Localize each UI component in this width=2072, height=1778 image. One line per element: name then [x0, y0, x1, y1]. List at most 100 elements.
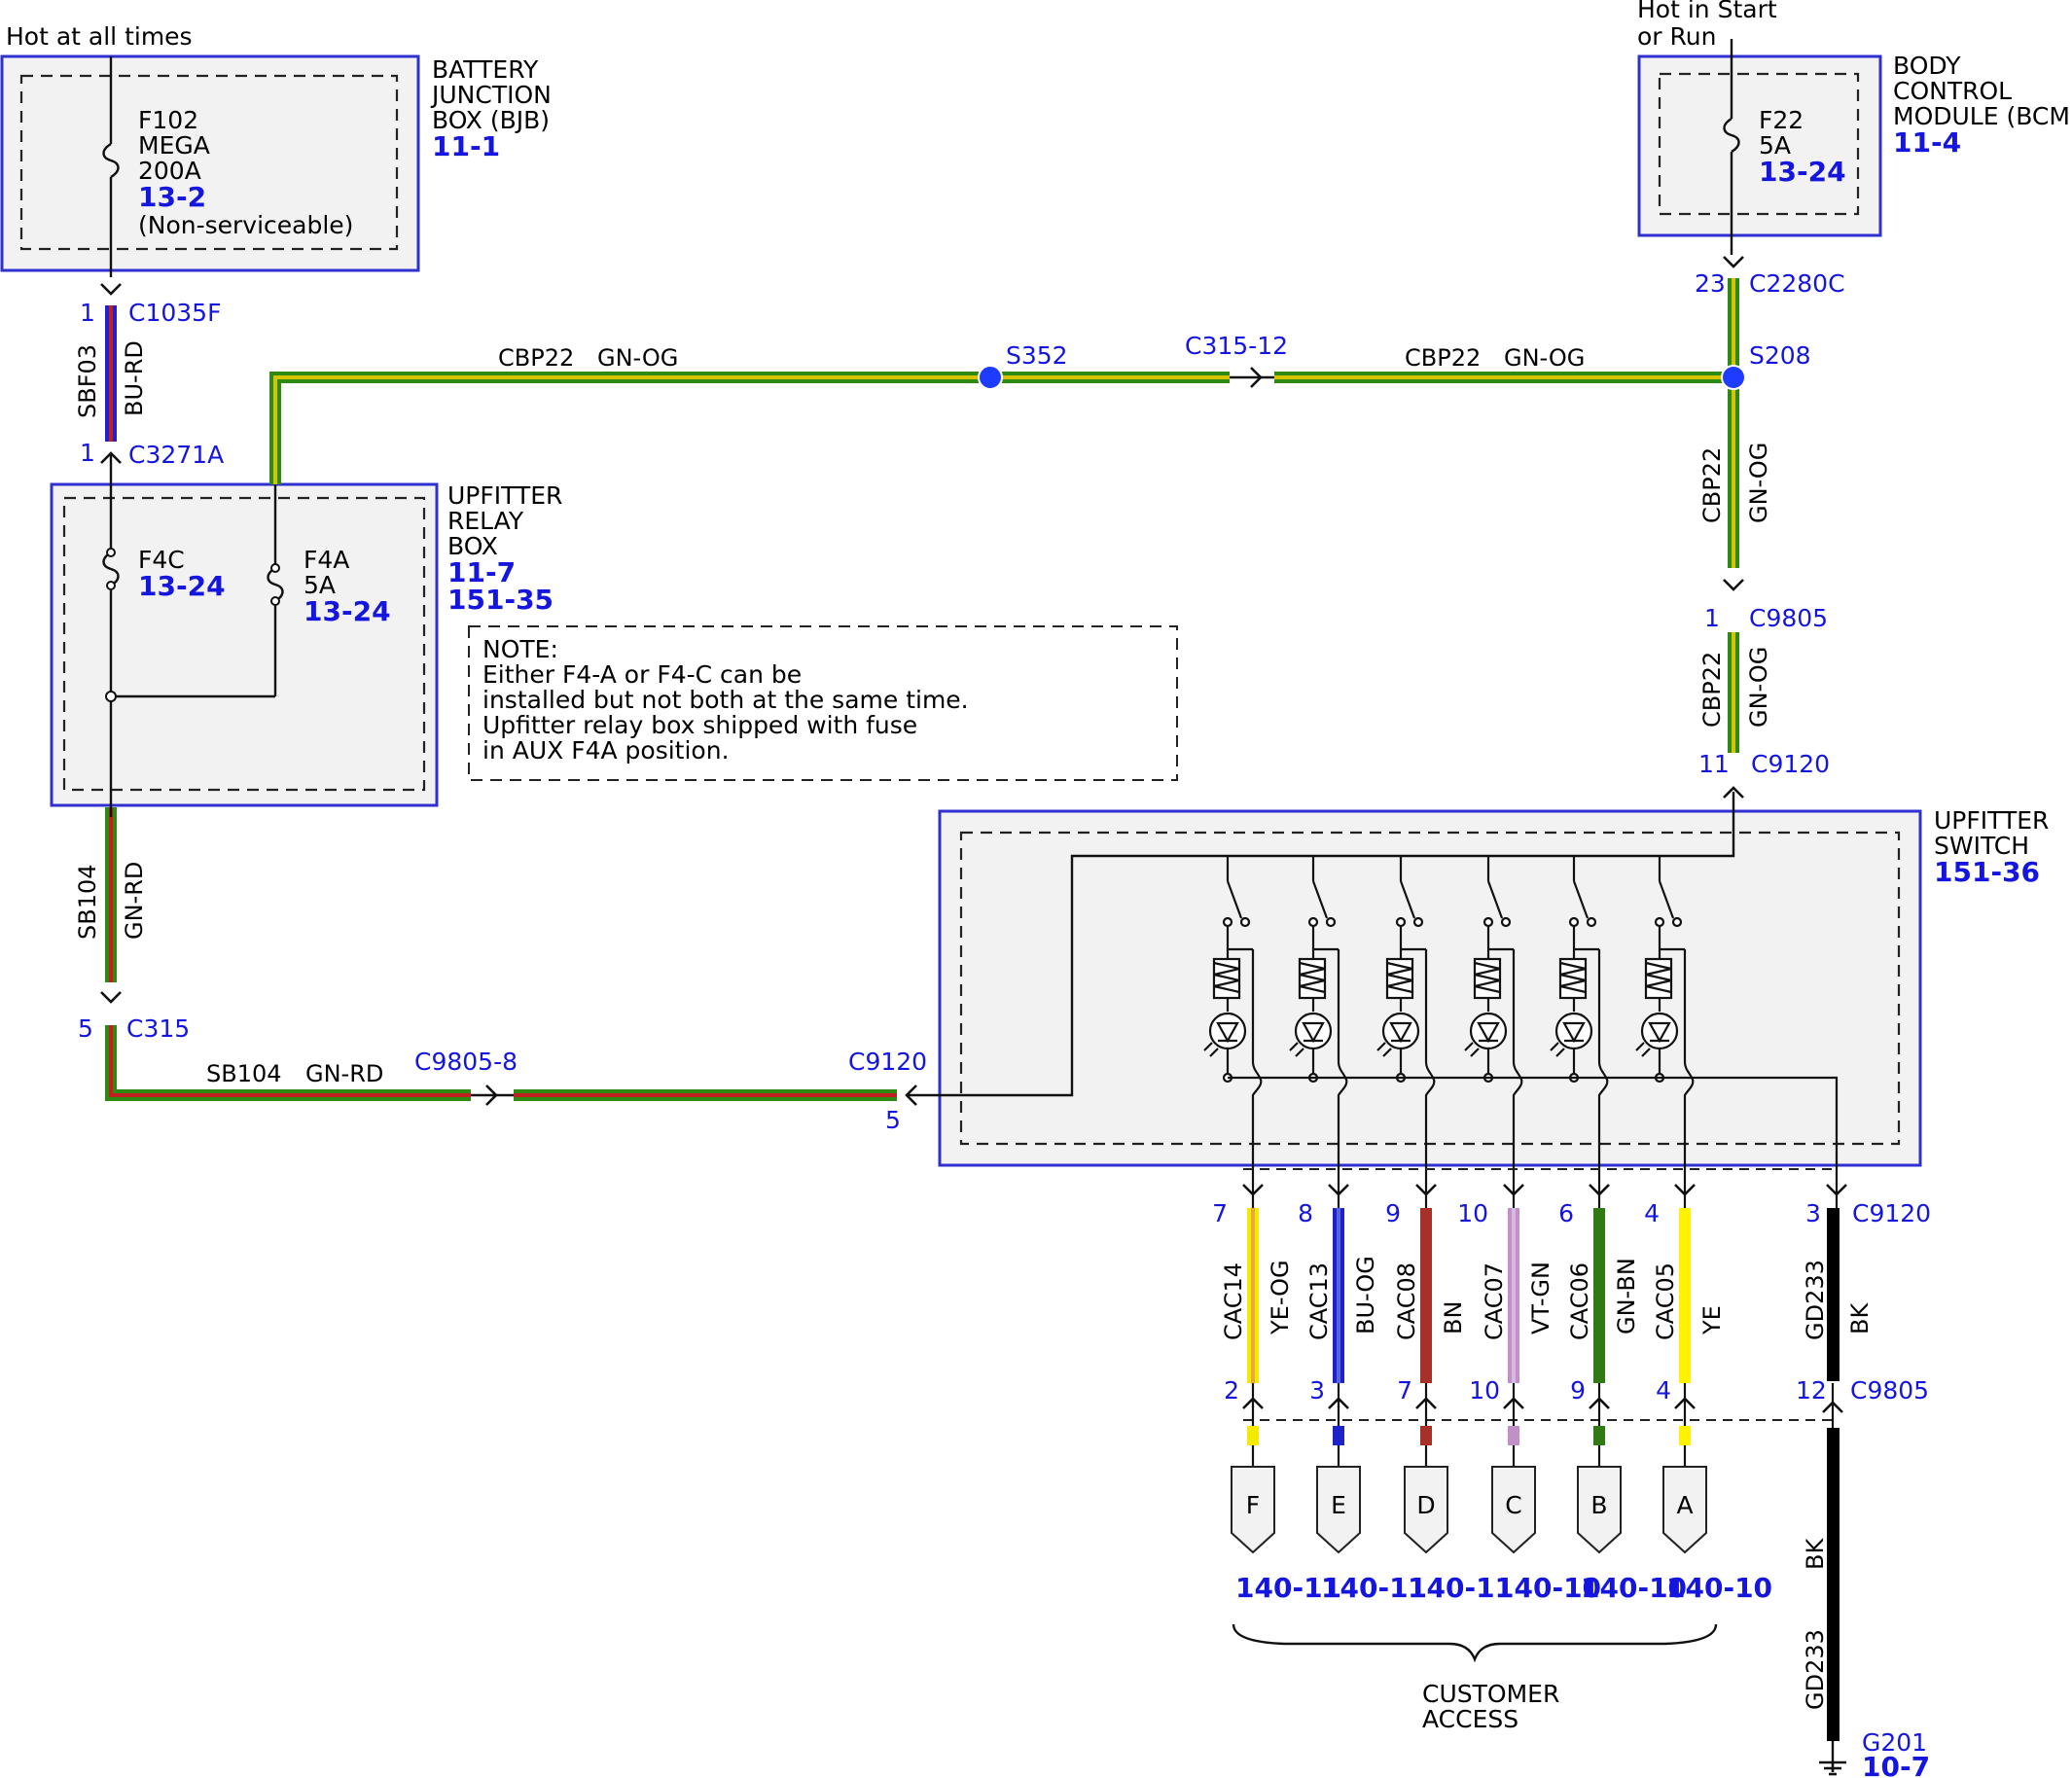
c9805-8-label: C9805-8 [414, 1048, 518, 1076]
fuse-f102-id: F102 [138, 106, 198, 134]
sb104-v-label: SB104 [74, 864, 101, 940]
sbf03-color: BU-RD [121, 340, 148, 416]
circuit-color-cac05: YE [1698, 1305, 1726, 1335]
c1035f-label: C1035F [128, 299, 221, 327]
fuse-f22-icon [1723, 117, 1740, 154]
pin-bottom-a: 4 [1656, 1376, 1671, 1405]
fuse-f102-amp: 200A [138, 157, 201, 185]
arrow-c3271a [100, 451, 122, 464]
note-line4: Upfitter relay box shipped with fuse [482, 711, 917, 739]
c9805-c-label: C9805 [1850, 1376, 1929, 1405]
c3271a-label: C3271A [128, 441, 224, 469]
pin-top-c: 10 [1457, 1199, 1488, 1227]
supply-left-label: Hot at all times [6, 22, 193, 51]
wire-cac06 [1593, 1208, 1605, 1467]
bjb-box [0, 54, 420, 272]
relay-title-1: UPFITTER [447, 481, 562, 510]
ref-c: 140-10 [1495, 1572, 1601, 1604]
fuse-f4a-id: F4A [304, 546, 349, 574]
pigtail-stub [1508, 1426, 1519, 1445]
fuse-f4c-ref: 13-24 [138, 570, 226, 602]
bjb-title-2: JUNCTION [430, 81, 552, 109]
pin-top-a: 4 [1644, 1199, 1660, 1227]
c2280c-label: C2280C [1749, 269, 1845, 298]
circuit-cac05: CAC05 [1652, 1262, 1679, 1340]
relay-ref-2: 151-35 [447, 584, 554, 616]
supply-right-line1: Hot in Start [1637, 0, 1777, 23]
led-icon [1554, 1012, 1593, 1050]
sbf03-label: SBF03 [74, 344, 101, 418]
c9120-b-label: C9120 [848, 1048, 927, 1076]
pin-bottom-b: 9 [1570, 1376, 1586, 1405]
c315-pin: 5 [78, 1014, 93, 1043]
pigtail-a [1662, 1466, 1707, 1554]
pigtail-stub [1679, 1426, 1691, 1445]
ground-top-pin: 3 [1805, 1199, 1821, 1227]
connector-arrows [100, 256, 1847, 1428]
arrow-c2280c [1723, 256, 1744, 268]
pigtail-letter-d: D [1416, 1491, 1435, 1519]
c9120-c-label: C9120 [1852, 1199, 1931, 1227]
pigtail-b [1577, 1466, 1622, 1554]
pin-bottom-c: 10 [1469, 1376, 1500, 1405]
bcm-box [1637, 54, 1882, 237]
fuse-f4a-ref: 13-24 [304, 595, 391, 627]
sb104-h-label: SB104 [206, 1060, 282, 1087]
wire-cac05 [1679, 1208, 1691, 1467]
bcm-inner [1658, 72, 1860, 216]
wire-cac07 [1508, 1208, 1519, 1467]
bcm-title-1: BODY [1893, 52, 1961, 80]
switch-title-1: UPFITTER [1934, 806, 2049, 835]
pigtail-stub [1333, 1426, 1344, 1445]
pigtail-f [1231, 1466, 1275, 1554]
arrow-c315 [100, 991, 122, 1004]
wire-cbp22-left [269, 372, 990, 484]
c1035f-pin: 1 [80, 299, 95, 327]
wire-cac08 [1420, 1208, 1432, 1467]
c315-label: C315 [126, 1014, 190, 1043]
gd233-b-label: GD233 [1802, 1629, 1829, 1710]
bcm-ref: 11-4 [1893, 126, 1961, 159]
cbp22-h1-label: CBP22 [498, 344, 574, 372]
upfitter-switch-inner [959, 831, 1901, 1146]
circuit-color-cac07: VT-GN [1527, 1262, 1554, 1334]
relay-ref-1: 11-7 [447, 556, 516, 588]
gd233-a-color: BK [1846, 1302, 1874, 1334]
fuse-f102-type: MEGA [138, 131, 210, 160]
s208-label: S208 [1749, 341, 1811, 370]
ref-a: 140-10 [1666, 1572, 1772, 1604]
pigtail-letter-a: A [1676, 1491, 1693, 1519]
switch-ref: 151-36 [1934, 856, 2040, 888]
pin-top-d: 9 [1385, 1199, 1401, 1227]
fuse-f102-ref: 13-2 [138, 181, 206, 213]
arrow-c9120-b [905, 1085, 917, 1106]
wire-gd233-b [1827, 1428, 1840, 1741]
wire-cac14 [1247, 1208, 1259, 1467]
cbp22-h1-color: GN-OG [597, 344, 678, 372]
relay-title-3: BOX [447, 532, 498, 560]
switch-channel-5 [1550, 856, 1609, 1173]
fuse-f22-amp: 5A [1759, 131, 1791, 160]
ref-b: 140-10 [1581, 1572, 1687, 1604]
fuse-f4a-icon [267, 566, 284, 603]
circuit-color-cac13: BU-OG [1352, 1256, 1379, 1334]
circuit-color-cac14: YE-OG [1267, 1260, 1294, 1335]
cbp22-h2-label: CBP22 [1405, 344, 1481, 372]
cbp22-v2-color: GN-OG [1745, 647, 1772, 728]
circuit-cac08: CAC08 [1393, 1262, 1420, 1340]
switch-blade [1572, 880, 1590, 919]
customer-access-brace [1232, 1623, 1718, 1663]
ground-bottom-pin: 12 [1796, 1376, 1827, 1405]
switch-blade [1226, 880, 1243, 919]
c9120-b-pin: 5 [885, 1106, 901, 1134]
g201-ref: 10-7 [1862, 1751, 1930, 1778]
pigtail-letter-f: F [1246, 1491, 1260, 1519]
fuse-terminal-dots [105, 548, 280, 702]
c9805-a-label: C9805 [1749, 604, 1828, 632]
upfitter-switch-box [938, 809, 1922, 1167]
c9120-a-label: C9120 [1751, 750, 1830, 778]
bjb-title-3: BOX (BJB) [432, 106, 550, 134]
pigtail-letter-b: B [1590, 1491, 1607, 1519]
fuse-f22-ref: 13-24 [1759, 156, 1846, 188]
